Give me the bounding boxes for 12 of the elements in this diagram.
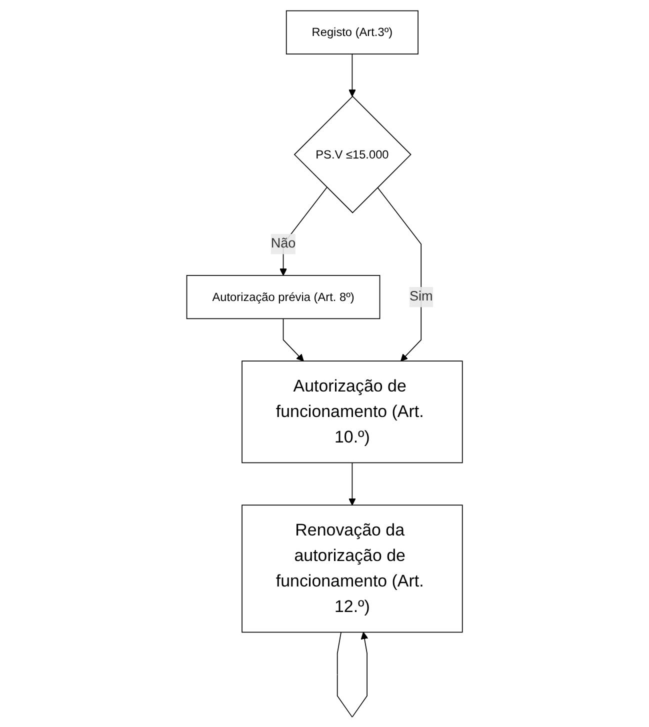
node-box: Autorização prévia (Art. 8º) (186, 274, 380, 319)
edge-label: Sim (409, 288, 433, 304)
arrow (282, 318, 304, 361)
edge-label: Não (270, 236, 296, 250)
arrow (377, 186, 422, 361)
node-box: Autorização de funcionamento (Art. 10.º) (242, 360, 463, 463)
arrow (348, 53, 356, 96)
arrow (336, 631, 368, 717)
arrow (348, 462, 356, 505)
node-diamond: PS.V ≤15.000 (294, 95, 412, 213)
node-box: Registo (Art.3º) (286, 10, 418, 54)
node-box: Renovação da autorização de funcionamento (Art. 12.º) (242, 504, 463, 632)
